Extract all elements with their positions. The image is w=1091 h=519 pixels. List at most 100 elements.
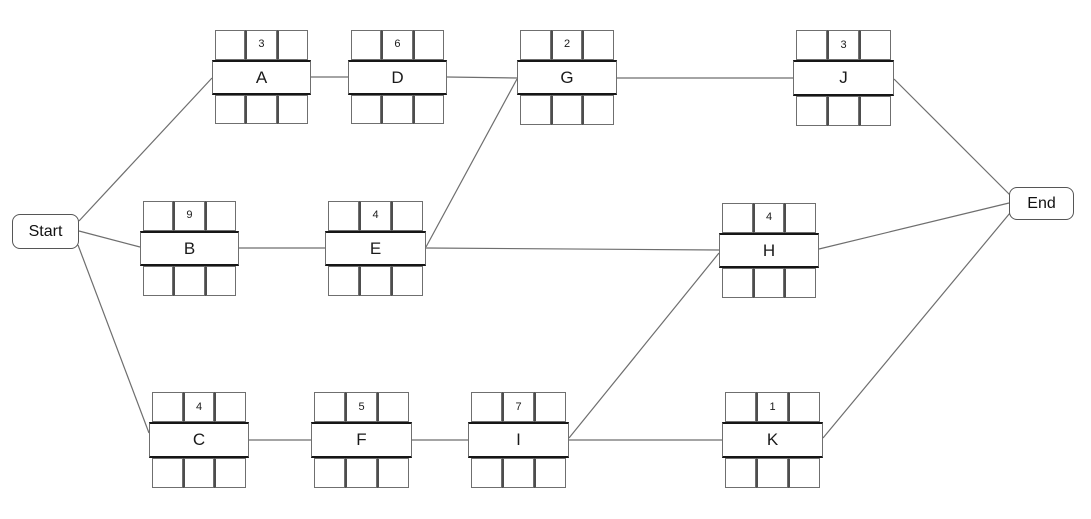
node-bottom-row: [215, 94, 308, 125]
activity-node-J[interactable]: 3 J: [793, 30, 894, 126]
duration-cell: 3: [827, 30, 859, 61]
node-top-row: 1: [725, 392, 820, 423]
duration-cell: 3: [245, 30, 277, 60]
activity-node-B[interactable]: 9 B: [140, 201, 239, 297]
node-bottom-row: [725, 457, 820, 488]
terminal-node-end[interactable]: End: [1009, 187, 1074, 220]
activity-node-D[interactable]: 6 D: [348, 30, 447, 125]
node-bottom-row: [796, 95, 891, 126]
activity-label: J: [839, 68, 848, 88]
duration-value: 4: [195, 400, 203, 413]
top-left-cell: [725, 392, 756, 423]
node-bottom-row: [143, 266, 236, 297]
bottom-middle-cell: [173, 266, 205, 297]
activity-label-band: I: [468, 422, 569, 458]
edge-D-G: [446, 76, 518, 79]
activity-label: H: [762, 241, 776, 260]
node-top-row: 5: [314, 392, 409, 423]
node-top-row: 3: [215, 30, 308, 60]
duration-value: 1: [769, 400, 776, 413]
activity-label: D: [391, 67, 404, 87]
activity-label: B: [183, 239, 196, 258]
top-left-cell: [796, 30, 827, 61]
activity-label-band: B: [140, 230, 239, 267]
top-right-cell: [582, 30, 615, 60]
duration-value: 7: [515, 400, 522, 413]
duration-value: 4: [372, 209, 379, 222]
edge-K-End: [822, 212, 1011, 439]
activity-node-A[interactable]: 3 A: [212, 30, 311, 125]
activity-label-band: K: [722, 422, 823, 458]
bottom-left-cell: [796, 95, 827, 126]
activity-node-K[interactable]: 1 K: [722, 392, 823, 488]
node-top-row: 4: [328, 201, 423, 231]
duration-cell: 2: [550, 30, 583, 60]
bottom-right-cell: [582, 95, 615, 126]
top-right-cell: [784, 203, 817, 233]
duration-value: 5: [358, 400, 365, 413]
top-left-cell: [722, 203, 753, 233]
top-right-cell: [214, 392, 247, 423]
bottom-right-cell: [534, 457, 566, 488]
activity-label-band: J: [793, 60, 894, 96]
duration-value: 6: [394, 38, 401, 51]
edge-I-H: [568, 252, 720, 439]
activity-node-H[interactable]: 4 H: [719, 203, 819, 299]
top-right-cell: [377, 392, 409, 423]
bottom-middle-cell: [550, 95, 583, 126]
bottom-middle-cell: [381, 94, 413, 125]
activity-label: K: [766, 430, 779, 450]
top-left-cell: [215, 30, 246, 60]
bottom-right-cell: [214, 457, 247, 488]
activity-node-G[interactable]: 2 G: [517, 30, 617, 126]
bottom-middle-cell: [502, 457, 534, 488]
terminal-node-start[interactable]: Start: [12, 214, 79, 249]
activity-node-C[interactable]: 4 C: [149, 392, 249, 488]
top-right-cell: [276, 30, 308, 60]
activity-label: G: [560, 68, 574, 87]
activity-label-band: C: [149, 422, 249, 458]
node-bottom-row: [471, 457, 566, 488]
activity-label-band: D: [348, 59, 447, 95]
edge-Start-B: [78, 230, 141, 248]
bottom-left-cell: [328, 266, 359, 297]
edge-J-End: [893, 78, 1011, 196]
bottom-left-cell: [314, 457, 345, 488]
top-left-cell: [143, 201, 174, 231]
bottom-right-cell: [391, 266, 423, 297]
bottom-middle-cell: [752, 268, 785, 299]
node-top-row: 2: [520, 30, 615, 60]
bottom-right-cell: [859, 95, 891, 126]
activity-label: A: [255, 67, 268, 87]
activity-label: F: [356, 430, 367, 450]
activity-label: E: [369, 239, 382, 258]
node-bottom-row: [520, 95, 615, 126]
duration-value: 2: [563, 38, 571, 51]
top-left-cell: [314, 392, 345, 423]
edge-E-H: [425, 247, 720, 251]
top-left-cell: [520, 30, 551, 60]
activity-node-E[interactable]: 4 E: [325, 201, 426, 297]
bottom-right-cell: [412, 94, 444, 125]
node-top-row: 4: [152, 392, 247, 423]
node-top-row: 7: [471, 392, 566, 423]
node-bottom-row: [328, 266, 423, 297]
duration-value: 3: [840, 38, 847, 51]
bottom-right-cell: [276, 94, 308, 125]
top-right-cell: [204, 201, 236, 231]
activity-node-F[interactable]: 5 F: [311, 392, 412, 488]
bottom-middle-cell: [345, 457, 377, 488]
duration-cell: 6: [381, 30, 413, 60]
duration-value: 9: [186, 209, 193, 222]
terminal-label: End: [1027, 194, 1056, 212]
activity-label: C: [192, 430, 206, 450]
edge-Start-C: [77, 244, 150, 434]
bottom-middle-cell: [756, 457, 788, 488]
top-left-cell: [351, 30, 382, 60]
bottom-left-cell: [722, 268, 753, 299]
edge-H-End: [818, 202, 1010, 250]
bottom-left-cell: [520, 95, 551, 126]
bottom-middle-cell: [245, 94, 277, 125]
activity-node-I[interactable]: 7 I: [468, 392, 569, 488]
